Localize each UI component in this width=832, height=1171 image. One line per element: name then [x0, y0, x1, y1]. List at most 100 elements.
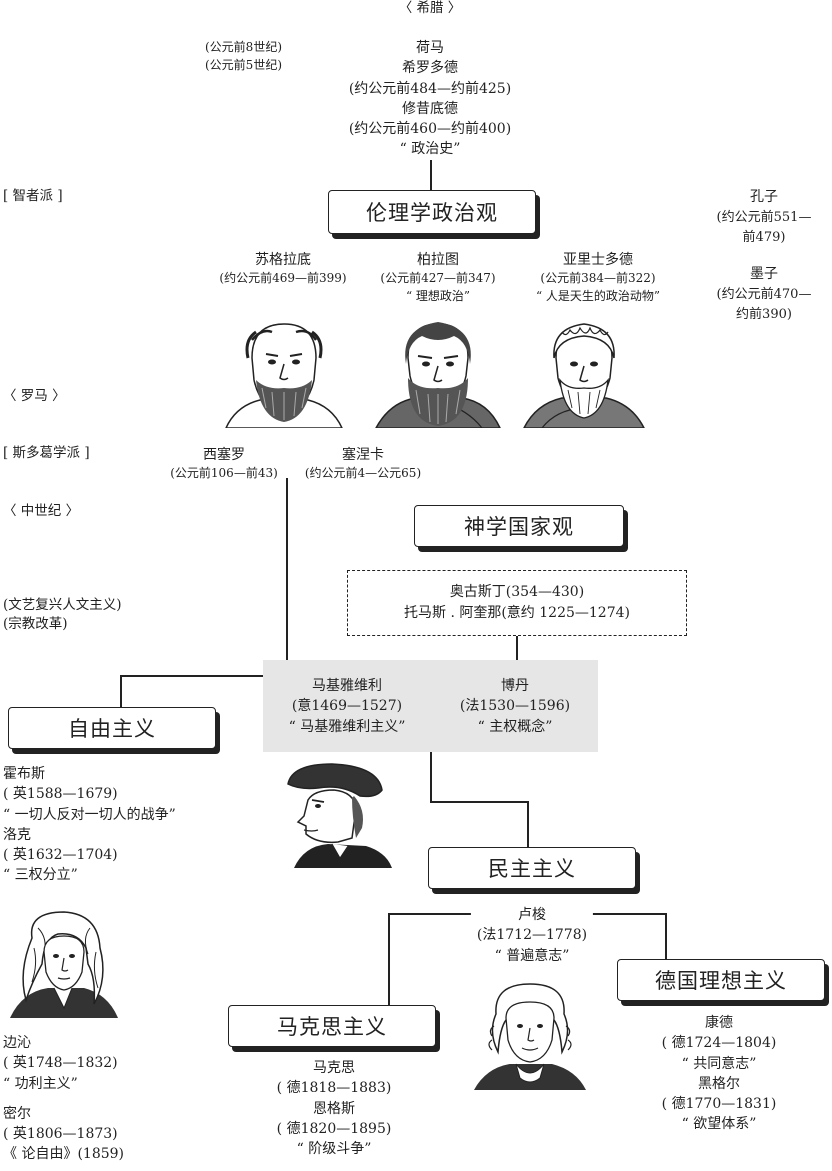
seneca-name: 塞涅卡 [342, 447, 384, 463]
socrates-block: 苏格拉底 (约公元前469—前399) [219, 250, 346, 288]
spacer [3, 1094, 124, 1104]
confucius-dates-2: 前479) [742, 229, 786, 245]
engels-dates: ( 德1820—1895) [276, 1120, 392, 1137]
locke-name: 洛克 [3, 826, 31, 843]
homer-era-1: (公元前8世纪) [205, 40, 282, 54]
herodotus-dates: (约公元前484—约前425) [348, 80, 512, 97]
aristotle-idea: “ 人是天生的政治动物” [535, 288, 661, 303]
mill-dates: ( 英1806—1873) [3, 1126, 118, 1143]
confucius-name: 孔子 [749, 189, 778, 205]
aristotle-dates: (公元前384—前322) [540, 271, 656, 286]
kant-name: 康德 [704, 1015, 733, 1031]
aquinas: 托马斯 . 阿奎那(意约 1225—1274) [404, 605, 630, 621]
era-greece: 〈 希腊 〉 [398, 0, 462, 16]
mozi-dates-2: 约前390) [736, 306, 792, 322]
mill-work: 《 论自由》(1859) [3, 1146, 125, 1163]
homer-name: 荷马 [416, 40, 444, 56]
utilitarians: 边沁 ( 英1748—1832) “ 功利主义” 密尔 ( 英1806—1873… [3, 1033, 124, 1165]
aristotle-block: 亚里士多德 (公元前384—前322) “ 人是天生的政治动物” [536, 250, 660, 305]
box-democracy: 民主主义 [428, 847, 636, 889]
bodin-block: 博丹 (法1530—1596) “ 主权概念” [460, 676, 570, 737]
bodin-idea: “ 主权概念” [477, 718, 553, 735]
plato-name: 柏拉图 [417, 252, 459, 268]
marx-engels-block: 马克思 ( 德1818—1883) 恩格斯 ( 德1820—1895) “ 阶级… [277, 1058, 392, 1159]
cicero-name: 西塞罗 [202, 447, 245, 463]
liberal-thinkers: 霍布斯 ( 英1588—1679) “ 一切人反对一切人的战争” 洛克 ( 英1… [3, 764, 176, 886]
thucydides-name: 修昔底德 [402, 100, 458, 117]
bentham-dates: ( 英1748—1832) [3, 1055, 118, 1072]
hegel-idea: “ 欲望体系” [681, 1116, 757, 1133]
hobbes-dates: ( 英1588—1679) [3, 786, 118, 803]
mozi-dates-1: (约公元前470— [716, 287, 812, 302]
renaissance-band [263, 660, 598, 752]
mill-name: 密尔 [3, 1105, 31, 1122]
bodin-name: 博丹 [501, 678, 529, 694]
rousseau-block: 卢梭 (法1712—1778) “ 普遍意志” [470, 905, 594, 966]
machiavelli-idea: “ 马基雅维利主义” [288, 718, 406, 735]
aristotle-portrait [523, 323, 645, 428]
engels-name: 恩格斯 [312, 1100, 355, 1117]
kant-hegel-block: 康德 ( 德1724—1804) “ 共同意志” 黑格尔 ( 德1770—183… [662, 1013, 777, 1135]
aristotle-name: 亚里士多德 [563, 252, 633, 268]
seneca-block: 塞涅卡 (约公元前4—公元65) [305, 445, 421, 483]
locke-portrait [10, 911, 118, 1018]
line-historians-to-ethics [430, 160, 432, 190]
herodotus-name: 希罗多德 [402, 60, 458, 77]
era-stoics: [ 斯多葛学派 ] [3, 445, 90, 461]
line-medieval-to-bodin [516, 636, 518, 660]
kant-dates: ( 德1724—1804) [661, 1035, 777, 1052]
mozi-block: 墨子 (约公元前470— 约前390) [717, 264, 812, 324]
rousseau-name: 卢梭 [518, 907, 546, 923]
line-democracy-h [430, 801, 528, 803]
machiavelli-name: 马基雅维利 [311, 678, 382, 694]
machiavelli-dates: (意1469—1527) [291, 698, 403, 715]
hobbes-idea: “ 一切人反对一切人的战争” [3, 806, 176, 823]
plato-dates: (公元前427—前347) [380, 271, 496, 286]
seneca-dates: (约公元前4—公元65) [304, 466, 422, 481]
line-rome-to-machiavelli [286, 478, 288, 660]
era-renaissance: (文艺复兴人文主义) [3, 597, 122, 613]
era-sophists: [ 智者派 ] [3, 188, 63, 204]
plato-block: 柏拉图 (公元前427—前347) “ 理想政治” [380, 250, 495, 305]
medieval-thinkers-box: 奥古斯丁(354—430) 托马斯 . 阿奎那(意约 1225—1274) [347, 570, 687, 636]
box-marxism: 马克思主义 [228, 1005, 436, 1047]
bentham-idea: “ 功利主义” [3, 1075, 78, 1092]
greek-historians: 荷马 希罗多德 (约公元前484—约前425) 修昔底德 (约公元前460—约前… [349, 38, 511, 160]
socrates-portrait [225, 323, 343, 428]
augustine: 奥古斯丁(354—430) [449, 584, 585, 600]
locke-dates: ( 英1632—1704) [3, 847, 118, 864]
era-reformation: (宗教改革) [3, 616, 68, 632]
cicero-block: 西塞罗 (公元前106—前43) [170, 445, 278, 483]
hegel-dates: ( 德1770—1831) [661, 1096, 777, 1113]
marx-name: 马克思 [312, 1060, 355, 1076]
bodin-dates: (法1530—1596) [459, 698, 571, 715]
rousseau-dates: (法1712—1778) [476, 927, 588, 944]
rousseau-idea: “ 普遍意志” [494, 947, 570, 964]
plato-portrait [375, 322, 501, 428]
mozi-name: 墨子 [749, 266, 778, 282]
hegel-name: 黑格尔 [697, 1075, 740, 1092]
box-theology: 神学国家观 [414, 505, 624, 547]
era-medieval: 〈 中世纪 〉 [3, 503, 80, 519]
box-liberalism: 自由主义 [8, 707, 216, 749]
marxism-idea: “ 阶级斗争” [296, 1141, 372, 1158]
line-liberal-v [120, 675, 122, 707]
machiavelli-portrait [287, 763, 392, 868]
machiavelli-block: 马基雅维利 (意1469—1527) “ 马基雅维利主义” [289, 676, 406, 737]
locke-idea: “ 三权分立” [3, 867, 78, 884]
plato-idea: “ 理想政治” [405, 288, 471, 303]
homer-era-2: (公元前5世纪) [205, 58, 282, 72]
line-marxism-v [388, 913, 390, 1005]
confucius-dates-1: (约公元前551— [716, 210, 812, 225]
marx-dates: ( 德1818—1883) [276, 1080, 392, 1097]
era-rome: 〈 罗马 〉 [3, 388, 66, 404]
thucydides-dates: (约公元前460—约前400) [348, 121, 512, 138]
rousseau-portrait [474, 983, 586, 1090]
cicero-dates: (公元前106—前43) [170, 466, 278, 481]
line-democracy-v2 [527, 801, 529, 847]
box-german-idealism: 德国理想主义 [617, 959, 825, 1001]
line-democracy-v1 [430, 752, 432, 802]
hobbes-name: 霍布斯 [3, 766, 45, 782]
box-ethics: 伦理学政治观 [328, 190, 536, 234]
bentham-name: 边沁 [3, 1035, 31, 1051]
